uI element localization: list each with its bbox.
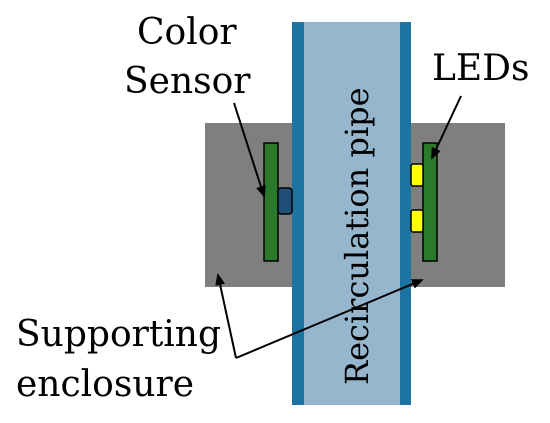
pipe-label: Recirculation pipe <box>338 87 376 385</box>
pipe-wall-right <box>400 22 411 405</box>
arrow-enclosure-left <box>215 273 237 359</box>
pipe-interior <box>304 22 400 405</box>
color-sensor-label-line2: Sensor <box>124 61 251 102</box>
arrow-enclosure-right <box>235 279 424 359</box>
arrow-color-sensor <box>233 102 266 198</box>
pipe-wall-left <box>292 22 304 405</box>
recirculation-pipe <box>292 22 411 405</box>
leds-label: LEDs <box>432 48 530 89</box>
color-sensor-label-line1: Color <box>137 12 237 53</box>
led-bottom <box>410 209 424 233</box>
leader-arrows <box>215 95 462 359</box>
sensor-pcb <box>263 142 279 262</box>
led-pcb <box>422 142 438 262</box>
arrow-leds <box>431 95 462 160</box>
color-sensor-chip <box>277 187 293 215</box>
enclosure-label-line1: Supporting <box>16 314 221 355</box>
led-top <box>410 163 424 187</box>
enclosure-label-line2: enclosure <box>16 364 194 405</box>
